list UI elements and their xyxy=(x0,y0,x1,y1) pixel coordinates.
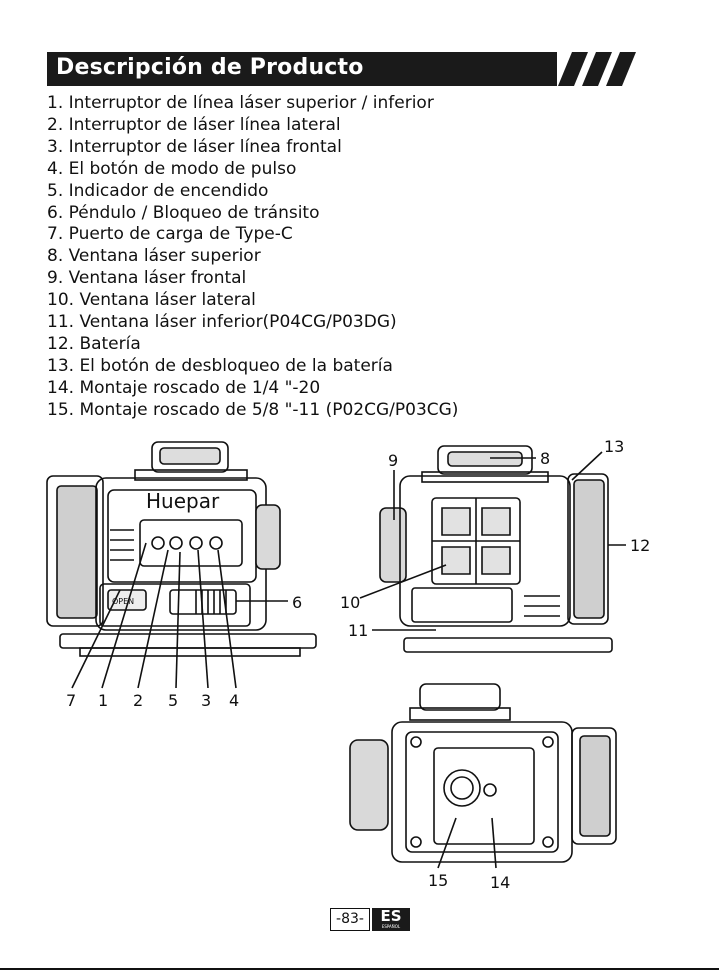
language-name: ESPAÑOL xyxy=(381,924,401,929)
parts-list: 1. Interruptor de línea láser superior /… xyxy=(47,93,458,422)
list-item: 6. Péndulo / Bloqueo de tránsito xyxy=(47,202,320,223)
callout-7: 7 xyxy=(66,691,76,710)
list-item: 7. Puerto de carga de Type-C xyxy=(47,224,293,245)
brand-logo: Huepar xyxy=(146,489,220,513)
header-bar xyxy=(47,52,557,86)
list-item: 2. Interruptor de láser línea lateral xyxy=(47,114,341,135)
list-item: 11. Ventana láser inferior(P04CG/P03DG) xyxy=(47,312,397,333)
language-code: ES xyxy=(380,907,402,925)
page-number: -83- xyxy=(330,908,370,931)
callout-13: 13 xyxy=(604,437,624,456)
callout-1: 1 xyxy=(98,691,108,710)
decorative-slashes xyxy=(558,52,636,86)
list-item: 13. El botón de desbloqueo de la batería xyxy=(47,355,393,376)
callout-4: 4 xyxy=(229,691,239,710)
list-item: 9. Ventana láser frontal xyxy=(47,268,247,289)
list-item: 1. Interruptor de línea láser superior /… xyxy=(47,93,434,113)
list-item: 4. El botón de modo de pulso xyxy=(47,158,297,179)
callout-2: 2 xyxy=(133,691,143,710)
list-item: 8. Ventana láser superior xyxy=(47,246,261,267)
callout-6: 6 xyxy=(292,593,302,612)
callout-14: 14 xyxy=(490,873,510,892)
callout-10: 10 xyxy=(340,593,360,612)
side-view xyxy=(359,445,626,653)
bottom-divider xyxy=(0,968,719,970)
language-badge: ES ESPAÑOL xyxy=(372,908,410,931)
list-item: 15. Montaje roscado de 5/8 "-11 (P02CG/P… xyxy=(47,399,459,420)
list-item: 3. Interruptor de láser línea frontal xyxy=(47,136,342,157)
callout-3: 3 xyxy=(201,691,211,710)
list-item: 14. Montaje roscado de 1/4 "-20 xyxy=(47,377,321,398)
front-view xyxy=(46,441,317,689)
bottom-view xyxy=(349,683,617,869)
callout-5: 5 xyxy=(168,691,178,710)
callout-8: 8 xyxy=(540,449,550,468)
open-label: OPEN xyxy=(112,597,134,606)
list-item: 12. Batería xyxy=(47,333,141,354)
callout-9: 9 xyxy=(388,451,398,470)
callout-15: 15 xyxy=(428,871,448,890)
callout-12: 12 xyxy=(630,536,650,555)
callout-11: 11 xyxy=(348,621,368,640)
list-item: 5. Indicador de encendido xyxy=(47,180,269,201)
list-item: 10. Ventana láser lateral xyxy=(47,290,256,311)
product-diagram: Huepar OPEN 7 1 2 5 3 4 6 9 8 13 12 10 1… xyxy=(46,437,650,892)
page-title: Descripción de Producto xyxy=(56,55,364,80)
